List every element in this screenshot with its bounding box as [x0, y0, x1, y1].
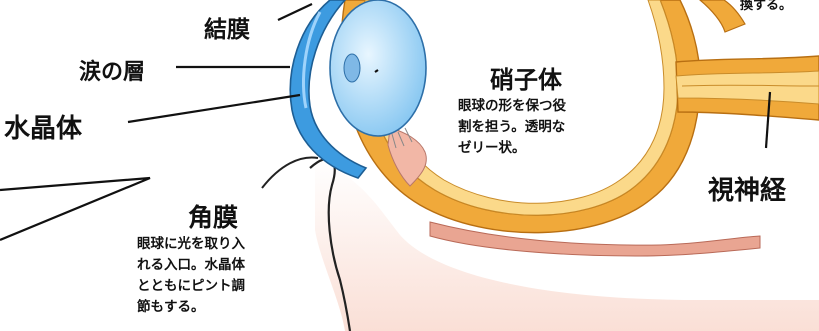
leader-conjunctiva [277, 3, 313, 21]
description-vitreous: 眼球の形を保つ役 割を担う。透明な ゼリー状。 [458, 96, 566, 159]
leader-cornea [0, 176, 151, 242]
eye-muscle [429, 221, 761, 257]
upper-skin-fold [261, 156, 319, 189]
leader-vitreous [374, 69, 379, 73]
label-tear-layer: 涙の層 [79, 60, 146, 85]
leader-optic-nerve [764, 91, 772, 149]
top-right-wall [699, 0, 746, 33]
description-vitreous-line: 割を担う。透明な [458, 119, 566, 135]
cheek-skin [315, 160, 819, 331]
lens [329, 0, 427, 137]
label-optic-nerve: 視神経 [708, 176, 787, 206]
iris-edge [343, 53, 361, 83]
label-cornea: 角膜 [188, 203, 239, 232]
label-conjunctiva: 結膜 [204, 17, 250, 43]
leader-lines [0, 3, 772, 242]
optic-nerve-core [675, 70, 819, 105]
label-top-right-fragment: 換する。 [740, 0, 793, 13]
ciliary-body-lower [387, 127, 427, 187]
retina-layer [362, 0, 679, 216]
description-cornea-line: 眼球に光を取り入 [137, 236, 245, 252]
description-vitreous-line: ゼリー状。 [458, 140, 526, 156]
label-lens: 水晶体 [4, 114, 83, 144]
label-vitreous: 硝子体 [490, 66, 562, 94]
description-cornea-line: 節もする。 [137, 299, 205, 315]
description-cornea-line: とともにピント調 [137, 278, 245, 294]
cornea-highlight [302, 11, 322, 109]
description-cornea: 眼球に光を取り入 れる入口。水晶体 とともにピント調 節もする。 [137, 234, 245, 318]
description-cornea-line: れる入口。水晶体 [137, 257, 245, 273]
zonule-fibers [391, 127, 413, 149]
leader-lens [127, 93, 301, 124]
description-vitreous-line: 眼球の形を保つ役 [458, 98, 566, 114]
